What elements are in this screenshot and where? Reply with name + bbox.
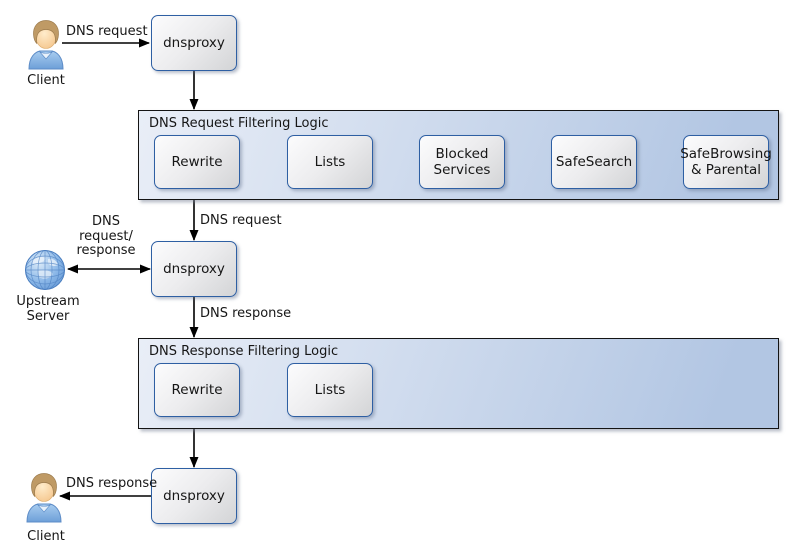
node-dnsproxy-bottom: dnsproxy bbox=[151, 468, 237, 524]
client-bottom-label: Client bbox=[27, 529, 65, 544]
response-filtering-title: DNS Response Filtering Logic bbox=[149, 344, 339, 359]
node-label: dnsproxy bbox=[163, 261, 225, 277]
upstream-label-line: Upstream bbox=[16, 294, 80, 309]
step-lists-response: Lists bbox=[287, 363, 373, 417]
node-label: dnsproxy bbox=[163, 488, 225, 504]
request-filtering-title: DNS Request Filtering Logic bbox=[149, 116, 329, 131]
step-lists: Lists bbox=[287, 135, 373, 189]
edge-label-dns-request-mid: DNS request bbox=[200, 213, 282, 228]
step-label: SafeBrowsing & Parental bbox=[680, 146, 772, 178]
step-safebrowsing-parental: SafeBrowsing & Parental bbox=[680, 135, 772, 189]
person-icon bbox=[28, 20, 64, 70]
step-label: SafeSearch bbox=[555, 154, 633, 170]
step-label: Lists bbox=[314, 154, 346, 170]
request-filtering-group: DNS Request Filtering Logic Rewrite List… bbox=[138, 110, 779, 200]
step-safesearch: SafeSearch bbox=[551, 135, 637, 189]
node-dnsproxy-top: dnsproxy bbox=[151, 15, 237, 71]
upstream-edge-line: request/ bbox=[79, 228, 133, 244]
person-icon bbox=[26, 473, 62, 523]
step-label: Blocked Services bbox=[433, 146, 491, 178]
client-top-label: Client bbox=[27, 73, 65, 88]
globe-icon bbox=[25, 250, 65, 290]
node-label: dnsproxy bbox=[163, 35, 225, 51]
step-label: Rewrite bbox=[171, 154, 223, 170]
upstream-label-line: Server bbox=[26, 308, 70, 324]
upstream-server-label: Upstream Server bbox=[8, 294, 88, 324]
step-rewrite: Rewrite bbox=[154, 135, 240, 189]
edge-label-dns-response-mid: DNS response bbox=[200, 306, 292, 321]
response-filtering-group: DNS Response Filtering Logic Rewrite Lis… bbox=[138, 338, 779, 429]
node-dnsproxy-middle: dnsproxy bbox=[151, 241, 237, 297]
upstream-edge-line: response bbox=[76, 243, 136, 258]
step-label: Rewrite bbox=[171, 382, 223, 398]
step-label: Lists bbox=[314, 382, 346, 398]
step-rewrite-response: Rewrite bbox=[154, 363, 240, 417]
edge-label-upstream: DNS request/ response bbox=[69, 214, 143, 259]
edge-label-dns-request-top: DNS request bbox=[66, 24, 148, 39]
upstream-edge-line: DNS bbox=[92, 214, 120, 229]
step-blocked-services: Blocked Services bbox=[419, 135, 505, 189]
edge-label-dns-response-bottom: DNS response bbox=[66, 476, 158, 491]
